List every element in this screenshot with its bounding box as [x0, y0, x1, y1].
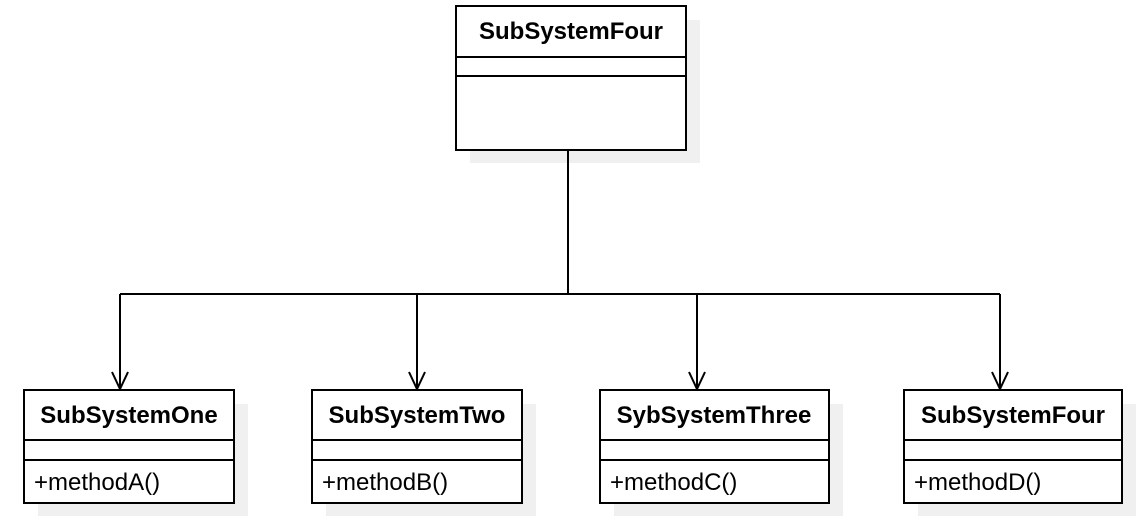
class-name-child-1: SubSystemOne: [40, 402, 217, 429]
class-border: [599, 389, 830, 504]
class-border: [311, 389, 523, 504]
class-border: [903, 389, 1123, 504]
class-box-child-2[interactable]: SubSystemTwo +methodB(): [311, 389, 536, 516]
method-child-3: +methodC(): [610, 469, 737, 496]
class-name-parent: SubSystemFour: [479, 18, 663, 45]
class-box-parent[interactable]: SubSystemFour: [455, 5, 700, 163]
method-child-2: +methodB(): [322, 469, 448, 496]
method-child-1: +methodA(): [34, 469, 160, 496]
class-name-child-2: SubSystemTwo: [329, 402, 506, 429]
connectors: [111, 150, 1009, 392]
class-border: [23, 389, 235, 504]
class-box-child-4[interactable]: SubSystemFour +methodD(): [903, 389, 1136, 516]
class-box-child-1[interactable]: SubSystemOne +methodA(): [23, 389, 248, 516]
class-name-child-3: SybSystemThree: [617, 402, 812, 429]
method-child-4: +methodD(): [914, 469, 1041, 496]
class-box-child-3[interactable]: SybSystemThree +methodC(): [599, 389, 843, 516]
class-name-child-4: SubSystemFour: [921, 402, 1105, 429]
class-border: [455, 5, 687, 151]
